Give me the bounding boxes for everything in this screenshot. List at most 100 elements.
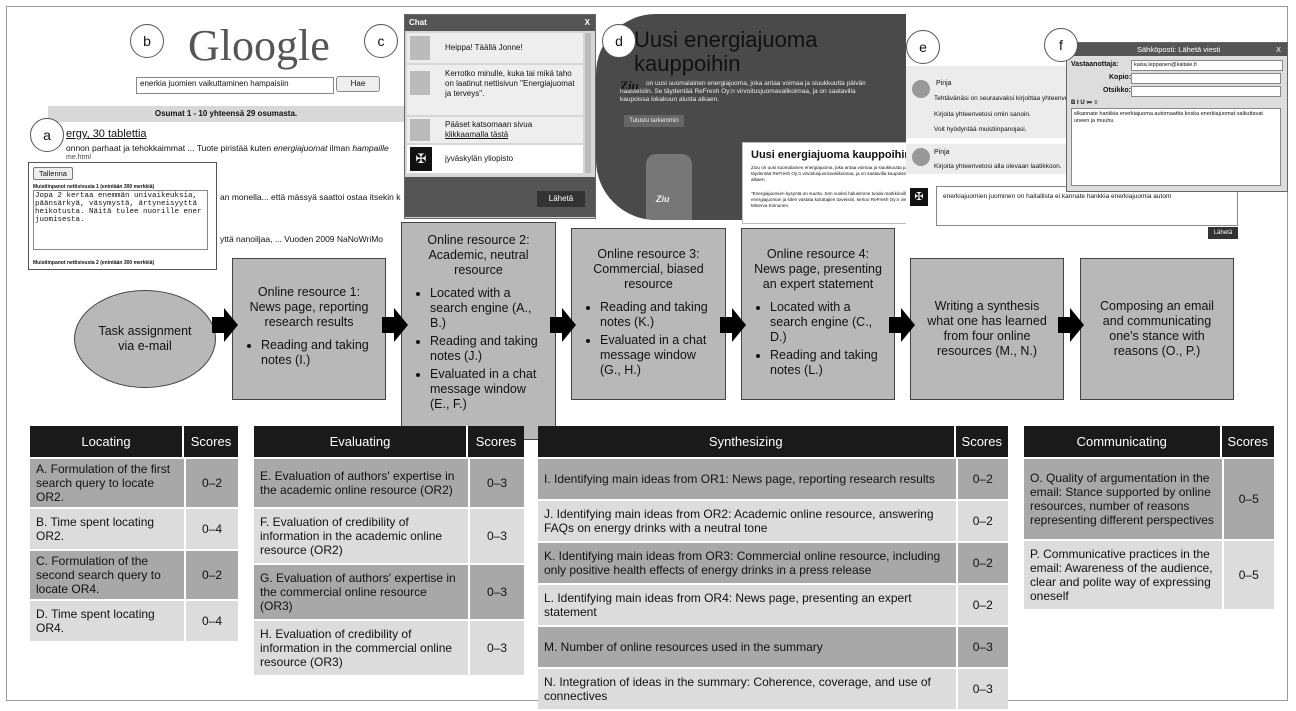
flow-bullet: Evaluated in a chat message window (E., … [430,367,547,412]
chat-text: Kirjoita yhteenvetosi omin sanoin. [934,111,1031,118]
store-button[interactable]: Tutustu tarkemmin [624,115,684,127]
flow-box-title: Online resource 3: Commercial, biased re… [593,247,704,291]
news-page-screenshot: Uusi energiajuoma kauppoihin Ziou on uus… [742,142,908,224]
search-input[interactable]: enerkia juomien vaikuttaminen hampaisiin [136,77,334,94]
score-range: 0–3 [468,565,524,619]
table-row: E. Evaluation of authors' expertise in t… [254,459,524,507]
chat-text: Pääset katsomaan sivua [445,120,533,129]
flow-box-title: Online resource 2: Academic, neutral res… [427,233,530,277]
chat-message-3: Pääset katsomaan sivua klikkaamalla täst… [407,117,583,143]
avatar-flask-icon [410,36,430,60]
score-range: 0–2 [955,543,1008,583]
snippet-em: energiajuomat [273,143,328,153]
snippet-text: onnon parhaat ja tehokkaimmat ... Tuote … [66,143,274,153]
summary-input[interactable]: enerkiajuomien juominen on haitallista e… [936,186,1238,226]
flow-bullet: Reading and taking notes (L.) [770,348,886,378]
format-toolbar[interactable]: B I U ≔ ≡ [1071,100,1098,106]
to-field[interactable]: kaisa.leppanen@kaitale.fi [1131,60,1283,71]
score-range: 0–3 [955,669,1008,709]
avatar-icon [912,148,930,166]
chat-text: jyväskylän yliopisto [445,154,514,163]
avatar-flask-icon [410,119,430,141]
criterion-text: N. Integration of ideas in the summary: … [538,669,956,709]
table-row: C. Formulation of the second search quer… [30,551,238,599]
flow-box-title: Composing an email and communicating one… [1100,299,1214,358]
summary-send-button[interactable]: Lähetä [1208,227,1238,239]
chat-text: Kerrotko minulle, kuka tai mikä taho on … [445,69,575,98]
flow-box-resource-1: Online resource 1: News page, reporting … [232,258,386,400]
table-row: A. Formulation of the first search query… [30,459,238,507]
notes-textarea[interactable]: Jopa 2 kertaa enemmän univaikeuksia, pää… [33,190,208,250]
table-header: Synthesizing [538,426,956,457]
criterion-text: P. Communicative practices in the email:… [1024,541,1222,609]
score-range: 0–5 [1221,459,1274,539]
flow-box-email: Composing an email and communicating one… [1080,258,1234,400]
label-circle-e: e [906,30,940,64]
flow-box-title: Writing a synthesis what one has learned… [927,299,1047,358]
score-range: 0–2 [955,459,1008,499]
table-row: K. Identifying main ideas from OR3: Comm… [538,543,1008,583]
news-paragraph-1: Ziou on uusi suomalainen energiajuoma, j… [751,165,908,182]
table-row: M. Number of online resources used in th… [538,627,1008,667]
chat-header: Chat X [405,15,595,31]
flow-arrow-3 [550,308,576,342]
chat-link[interactable]: klikkaamalla tästä [445,130,509,139]
label-circle-d: d [602,24,636,58]
email-screenshot: Sähköposti: Lähetä viesti X Vastaanottaj… [1066,42,1288,192]
cc-field[interactable] [1131,73,1281,84]
chat-text: Voit hyödyntää muistiinpanojasi. [934,126,1027,133]
flow-arrow-2 [382,308,408,342]
chat-send-button[interactable]: Lähetä [537,191,585,207]
flow-arrow-1 [212,308,238,342]
close-icon[interactable]: X [1275,45,1281,54]
snippet-em: hampaille [352,143,389,153]
result-url: me.html [66,154,91,161]
chat-message-1: Heippa! Täällä Jonne! [407,33,583,63]
search-button[interactable]: Hae [336,76,380,92]
result-title[interactable]: ergy, 30 tablettia [66,128,147,140]
label-circle-a: a [30,118,64,152]
score-range: 0–5 [1221,541,1274,609]
score-range: 0–4 [184,601,238,641]
table-header: Communicating [1024,426,1222,457]
email-titlebar: Sähköposti: Lähetä viesti X [1067,43,1287,56]
criterion-text: H. Evaluation of credibility of informat… [254,621,468,675]
flow-bullet: Reading and taking notes (J.) [430,334,547,364]
table-row: I. Identifying main ideas from OR1: News… [538,459,1008,499]
flow-box-synthesis: Writing a synthesis what one has learned… [910,258,1064,400]
scores-header: Scores [1221,426,1274,457]
task-assignment-text: Task assignment via e-mail [98,324,192,353]
save-button[interactable]: Tallenna [33,167,73,180]
university-logo-icon: ✠ [410,147,432,171]
table-row: L. Identifying main ideas from OR4: News… [538,585,1008,625]
chat-text: Tehtävänäsi on seuraavaksi kirjoittaa yh… [934,95,1069,102]
avatar-icon [912,80,930,98]
flow-box-title: Online resource 1: News page, reporting … [249,285,369,329]
store-logo: Ziu [620,78,639,93]
store-heading: Uusi energiajuoma kauppoihin [634,27,818,76]
criterion-text: A. Formulation of the first search query… [30,459,184,507]
label-circle-f: f [1044,28,1078,62]
notes-screenshot: Tallenna Muistiinpanot nettisivusta 1 (e… [28,162,217,270]
chat-scrollbar[interactable] [585,33,591,173]
to-label: Vastaanottaja: [1071,61,1119,68]
chat-name: Pinja [936,80,952,87]
subject-field[interactable] [1131,86,1281,97]
table-row: H. Evaluation of credibility of informat… [254,621,524,675]
flow-box-title: Online resource 4: News page, presenting… [754,247,882,291]
email-body[interactable]: elkannate hankkia enerkiajuoma automaatt… [1071,108,1281,186]
criterion-text: M. Number of online resources used in th… [538,627,956,667]
criterion-text: F. Evaluation of credibility of informat… [254,509,468,563]
score-range: 0–4 [184,509,238,549]
flow-arrow-4 [720,308,746,342]
criterion-text: I. Identifying main ideas from OR1: News… [538,459,956,499]
flow-bullet: Reading and taking notes (K.) [600,300,717,330]
chat-title: Chat [409,18,427,27]
table-row: N. Integration of ideas in the summary: … [538,669,1008,709]
criterion-text: E. Evaluation of authors' expertise in t… [254,459,468,507]
close-icon[interactable]: X [584,18,590,27]
flow-box-bullets: Located with a search engine (A., B.) Re… [410,286,547,412]
